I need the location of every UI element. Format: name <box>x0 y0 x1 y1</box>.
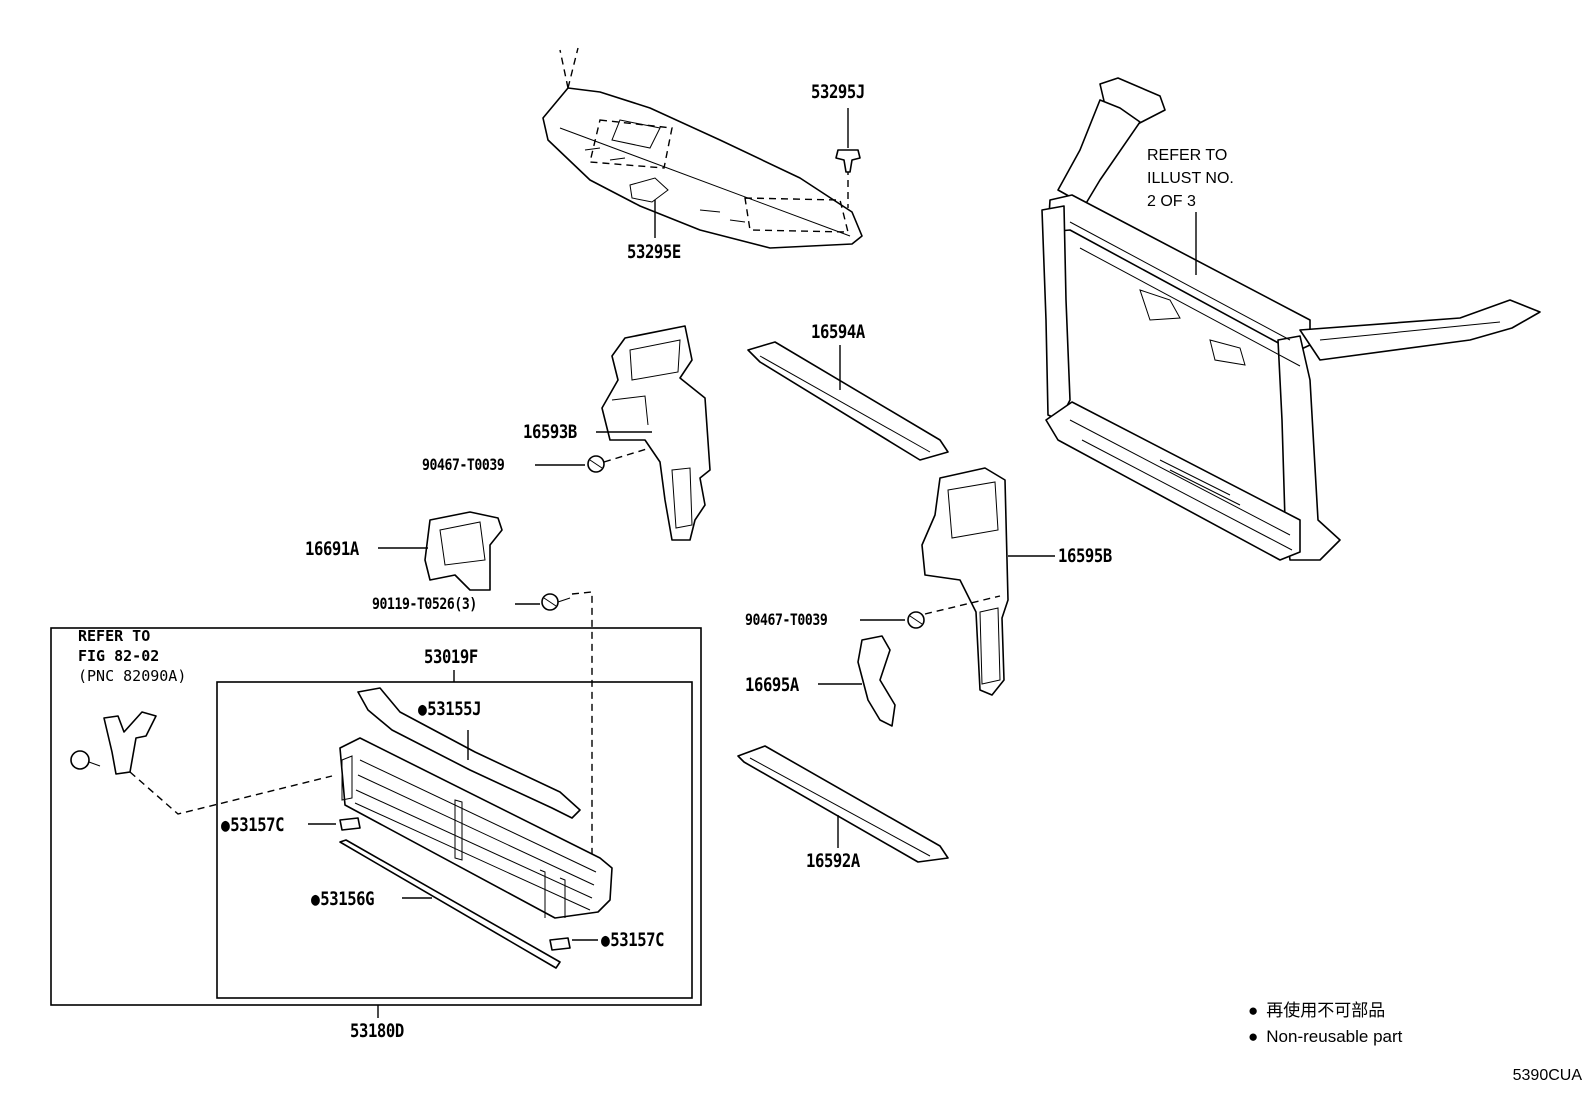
refer-fig-note: REFER TO FIG 82-02 (PNC 82090A) <box>78 626 186 686</box>
pad-53157C-left <box>308 817 361 831</box>
label-16695A: 16695A <box>745 674 799 696</box>
legend-bullet-icon: ● <box>1248 1001 1259 1020</box>
legend-jp: ● 再使用不可部品 <box>1248 1002 1385 1019</box>
label-16691A: 16691A <box>305 538 359 560</box>
label-53295E: 53295E <box>627 241 681 263</box>
legend-en: ● Non-reusable part <box>1248 1028 1402 1045</box>
label-90467-lower: 90467-T0039 <box>745 610 828 629</box>
refer-fig-line3: (PNC 82090A) <box>78 667 187 685</box>
clip-90467-upper <box>535 447 651 473</box>
label-53019F: 53019F <box>424 646 478 668</box>
part-16593B-air-guide <box>596 325 711 541</box>
bolt-90119 <box>515 591 593 864</box>
part-16595B-air-guide <box>921 467 1055 696</box>
clip-90467-lower <box>860 595 1001 629</box>
label-16594A: 16594A <box>811 321 865 343</box>
label-53155J: 53155J <box>418 700 481 719</box>
legend-bullet-icon: ● <box>1248 1027 1259 1046</box>
part-53156G-strip <box>339 839 561 969</box>
harness-connector <box>70 711 333 815</box>
part-16592A-seal <box>737 745 949 863</box>
legend-jp-text: 再使用不可部品 <box>1266 1001 1386 1020</box>
part-radiator-support <box>1041 77 1541 561</box>
refer-fig-line1: REFER TO <box>78 627 151 645</box>
refer-fig-line2: FIG 82-02 <box>78 647 160 665</box>
label-16595B: 16595B <box>1058 545 1112 567</box>
label-16592A: 16592A <box>806 850 860 872</box>
label-53156G: 53156G <box>311 890 374 909</box>
label-16593B: 16593B <box>523 421 577 443</box>
label-53157C-left: 53157C <box>221 816 284 835</box>
part-53295E-cover <box>542 47 863 249</box>
part-16695A-deflector <box>818 635 896 727</box>
clip-53295J <box>835 108 861 173</box>
part-16594A-seal <box>747 341 949 461</box>
label-90119: 90119-T0526(3) <box>372 594 477 613</box>
label-53157C-right: 53157C <box>601 931 664 950</box>
label-53295J: 53295J <box>811 81 865 103</box>
box-53180D-assembly <box>50 627 702 1006</box>
refer-illust-line2: ILLUST NO. <box>1147 170 1234 187</box>
part-53155J-seal <box>357 687 581 819</box>
pad-53157C-right <box>549 937 598 951</box>
diagram-code: 5390CUA <box>1512 1067 1582 1084</box>
refer-illust-note: REFER TO ILLUST NO. 2 OF 3 <box>1147 144 1234 213</box>
label-90467-upper: 90467-T0039 <box>422 455 505 474</box>
refer-illust-line3: 2 OF 3 <box>1147 193 1196 210</box>
label-53180D: 53180D <box>350 1020 404 1042</box>
legend-en-text: Non-reusable part <box>1266 1027 1403 1046</box>
part-16691A-deflector <box>378 511 503 591</box>
refer-illust-line1: REFER TO <box>1147 147 1228 164</box>
part-shutter-assembly <box>339 737 613 919</box>
